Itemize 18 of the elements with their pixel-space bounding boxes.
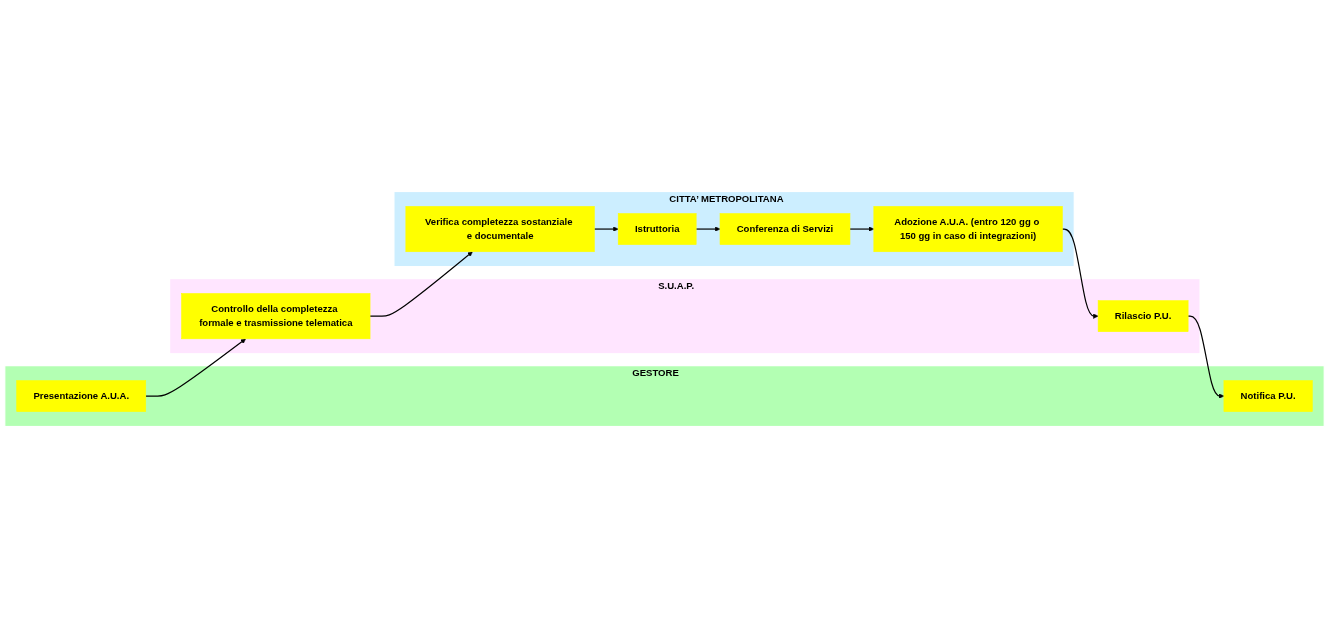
cluster — [393, 190, 1075, 268]
cluster — [4, 365, 1325, 428]
arrow — [695, 226, 721, 232]
arrow — [145, 338, 246, 397]
arrow — [1061, 228, 1099, 319]
node-box — [719, 213, 851, 245]
node-box — [181, 293, 371, 340]
node-box — [1097, 300, 1189, 332]
node-box — [873, 206, 1063, 253]
arrow — [593, 226, 619, 232]
node-box — [405, 206, 595, 253]
arrow — [369, 251, 473, 317]
node-box — [617, 213, 697, 245]
arrow — [1187, 315, 1225, 399]
arrow — [849, 226, 875, 232]
cluster — [169, 278, 1201, 355]
node-box — [1223, 380, 1313, 412]
node-box — [16, 380, 147, 412]
